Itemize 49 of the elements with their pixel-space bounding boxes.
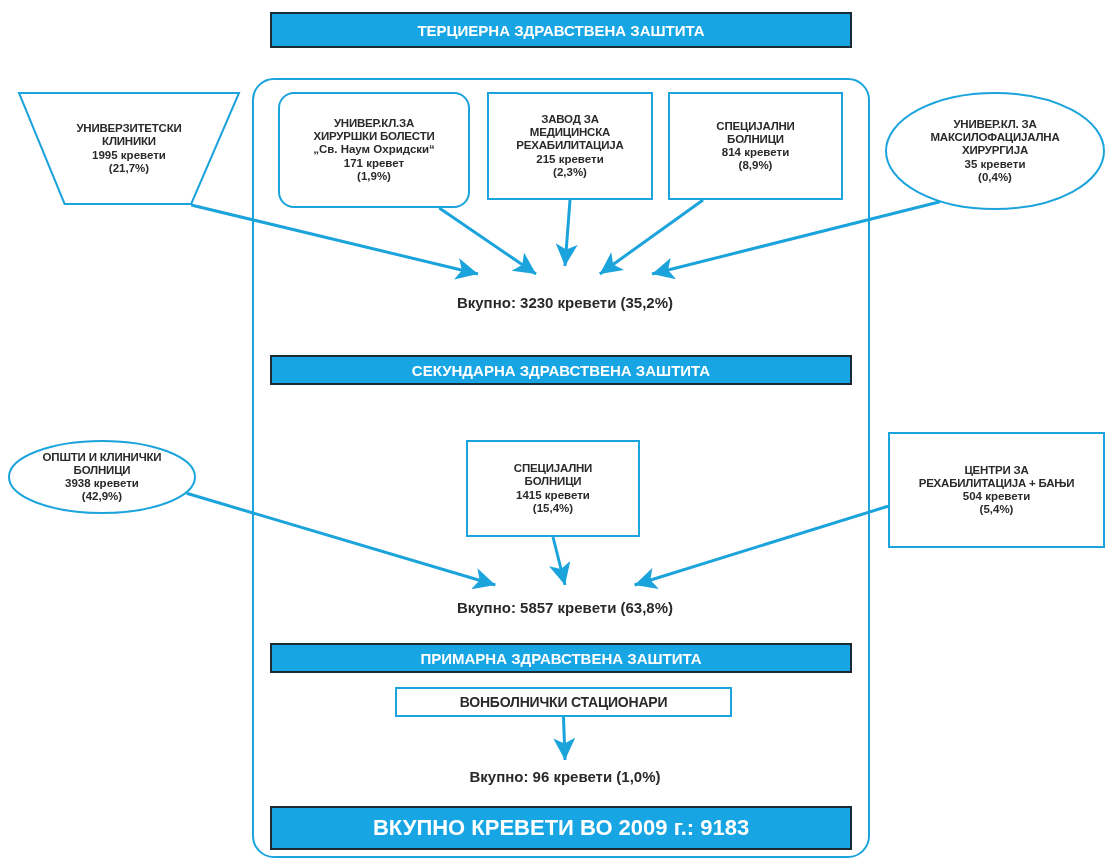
- arrow: [190, 203, 479, 280]
- node-detail: (2,3%): [553, 165, 587, 180]
- node-detail: (21,7%): [108, 161, 150, 175]
- node-heading: ЦЕНТРИ ЗА РЕХАБИЛИТАЦИЈА + БАЊИ: [917, 463, 1076, 490]
- arrow: [438, 206, 537, 276]
- institution-box: [888, 432, 1105, 548]
- node-detail: 215 кревети: [536, 152, 604, 166]
- node-detail: (15,4%): [532, 501, 574, 515]
- node-detail: 35 кревети: [964, 157, 1026, 171]
- node-detail: 171 кревет: [343, 156, 405, 170]
- node-heading: ВОНБОЛНИЧКИ СТАЦИОНАРИ: [459, 693, 668, 711]
- node-detail: 3938 кревети: [65, 477, 139, 491]
- arrow: [186, 491, 496, 590]
- node-detail: 504 кревети: [962, 490, 1031, 504]
- node-heading: СПЕЦИЈАЛНИ БОЛНИЦИ: [715, 119, 796, 146]
- arrow: [634, 504, 889, 589]
- node-heading: УНИВЕР.КЛ. ЗА МАКСИЛОФАЦИЈАЛНА ХИРУРГИЈА: [929, 117, 1061, 158]
- total-text: Вкупно: 3230 кревети (35,2%): [420, 288, 710, 316]
- node-heading: ОПШТИ И КЛИНИЧКИ БОЛНИЦИ: [41, 450, 163, 477]
- node-detail: (5,4%): [979, 503, 1014, 517]
- node-detail: (42,9%): [81, 490, 123, 504]
- node-heading: СПЕЦИЈАЛНИ БОЛНИЦИ: [512, 462, 594, 489]
- institution-box: [487, 92, 653, 200]
- total-text: Вкупно: 5857 кревети (63,8%): [420, 593, 710, 621]
- node-heading: УНИВЕРЗИТЕТСКИ КЛИНИКИ: [75, 122, 183, 149]
- node-detail: (1,9%): [357, 169, 391, 184]
- node-heading: УНИВЕР.КЛ.ЗА ХИРУРШКИ БОЛЕСТИ: [312, 116, 436, 144]
- section-banner: СЕКУНДАРНА ЗДРАВСТВЕНА ЗАШТИТА: [270, 355, 852, 385]
- section-banner: ПРИМАРНА ЗДРАВСТВЕНА ЗАШТИТА: [270, 643, 852, 673]
- arrow: [549, 536, 571, 586]
- institution-box: [668, 92, 843, 200]
- institution-box: [395, 687, 732, 717]
- node-detail: 1995 кревети: [92, 148, 166, 162]
- node-detail: (8,9%): [738, 159, 773, 173]
- node-detail: (0,4%): [978, 170, 1012, 185]
- arrow: [555, 199, 578, 267]
- total-text: Вкупно: 96 кревети (1,0%): [420, 762, 710, 790]
- arrow: [598, 198, 704, 276]
- node-heading: ЗАВОД ЗА МЕДИЦИНСКА РЕХАБИЛИТАЦИЈА: [515, 112, 625, 153]
- section-banner: ТЕРЦИЕРНА ЗДРАВСТВЕНА ЗАШТИТА: [270, 12, 852, 48]
- node-detail: „Св. Наум Охридски“: [313, 143, 435, 157]
- total-banner: ВКУПНО КРЕВЕТИ ВО 2009 г.: 9183: [270, 806, 852, 850]
- institution-box: [278, 92, 470, 208]
- group-frame: [252, 78, 870, 858]
- institution-box: [466, 440, 640, 537]
- arrow: [651, 200, 941, 280]
- node-detail: 814 кревети: [721, 146, 790, 160]
- node-detail: 1415 кревети: [516, 488, 590, 502]
- arrow: [553, 716, 576, 761]
